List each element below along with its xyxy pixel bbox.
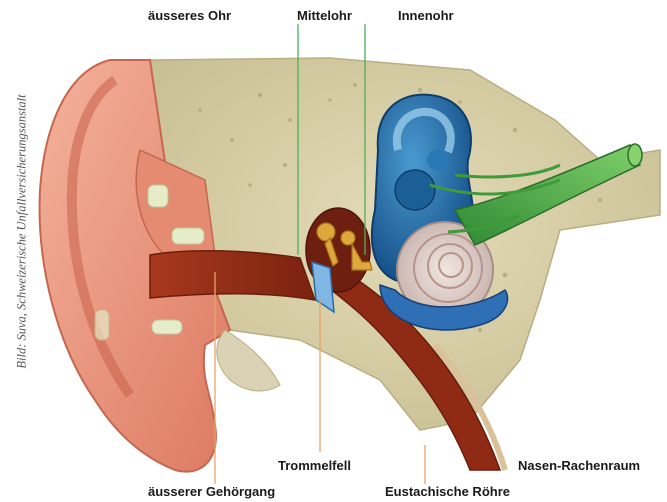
nerve-end (628, 144, 642, 166)
vestibule (395, 170, 435, 210)
image-credit: Bild: Suva, Schweizerische Unfallversich… (15, 82, 30, 382)
label-inner-ear: Innenohr (398, 9, 454, 23)
utricle (427, 149, 449, 171)
ear-canal (150, 251, 315, 300)
label-eustachian-tube: Eustachische Röhre (385, 485, 510, 499)
label-outer-ear: äusseres Ohr (148, 9, 231, 23)
label-nasopharynx: Nasen-Rachenraum (518, 459, 640, 473)
label-ear-canal: äusserer Gehörgang (148, 485, 275, 499)
label-middle-ear: Mittelohr (297, 9, 352, 23)
lower-soft-tissue (217, 330, 280, 391)
label-eardrum: Trommelfell (278, 459, 351, 473)
